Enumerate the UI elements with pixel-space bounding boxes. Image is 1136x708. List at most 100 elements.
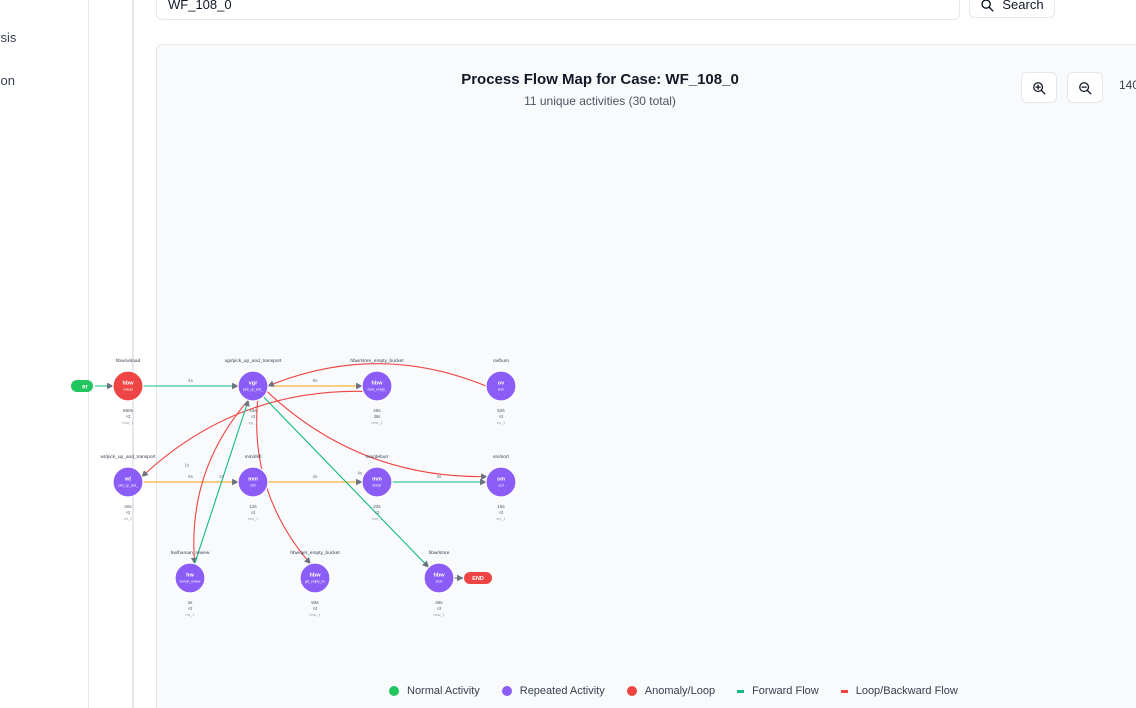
activity-count: ×2: [499, 510, 504, 515]
activity-id: hbw_1: [433, 613, 444, 617]
activity-abbr: hbw: [310, 573, 322, 579]
activity-circle: [112, 370, 144, 402]
search-icon: [981, 0, 994, 12]
edge-vgr_pick-to-sm_sort: [266, 391, 488, 480]
zoom-out-button[interactable]: [1067, 72, 1103, 103]
activity-abbr: hbw: [123, 381, 135, 387]
anomaly-swatch: [626, 686, 637, 696]
activity-circle: [361, 370, 393, 402]
activity-sub: pick_up_and_: [243, 388, 263, 392]
activity-id: hbw_1: [122, 421, 133, 425]
activity-circle: [174, 562, 206, 594]
end-node[interactable]: END: [464, 572, 492, 584]
zoom-in-button[interactable]: [1021, 72, 1057, 103]
loop-flow-swatch: [840, 689, 848, 693]
process-flow-diagram[interactable]: 4s9s4s5s4s3s1s2s3s erENDhbw/unloadhbwunl…: [71, 313, 633, 617]
activity-duration: 52s: [497, 408, 505, 413]
edge-hw_review-to-vgr_pick: [194, 399, 250, 564]
activity-duration: 23s: [373, 504, 381, 509]
activity-circle: [485, 466, 517, 498]
edge-label: 4s: [313, 474, 319, 479]
activity-abbr: sm: [497, 477, 505, 483]
activity-id: wt_1: [124, 517, 132, 521]
activity-duration: 48s: [435, 600, 443, 605]
activity-label: hbw/store_empty_bucket: [350, 358, 404, 364]
activity-label: hw/human_review: [171, 550, 210, 556]
activity-circle: [299, 562, 331, 594]
activity-abbr: hbw: [434, 573, 446, 579]
activity-count: ×2: [437, 606, 442, 611]
activity-node-hbw_store_empty[interactable]: hbw/store_empty_buckethbwstore_empty_46s…: [350, 358, 404, 425]
activity-sub: store: [435, 580, 442, 584]
activity-node-vgr_pick[interactable]: vgr/pick_up_and_transportvgrpick_up_and_…: [225, 358, 282, 425]
activity-label: hbw/unload: [116, 358, 141, 364]
activity-node-wt_pick[interactable]: wt/pick_up_and_transportwtpick_up_and_40…: [101, 454, 157, 521]
edge-ov_burn-to-vgr_pick: [267, 363, 487, 387]
edge-label: 9s: [313, 378, 319, 383]
legend-label: Forward Flow: [752, 685, 819, 697]
start-node[interactable]: er: [71, 380, 93, 392]
activity-id: hbw_1: [371, 421, 382, 425]
activity-circle: [237, 370, 269, 402]
activity-sub: get_empty_bu: [305, 580, 325, 584]
legend-label: Normal Activity: [407, 685, 480, 697]
activity-count: ×2: [251, 414, 256, 419]
legend-item-repeated: Repeated Activity: [501, 685, 605, 697]
edge-label: 5s: [188, 474, 194, 479]
activity-sub: human_review: [180, 580, 201, 584]
sidebar-item-comparison[interactable]: son: [0, 73, 15, 88]
edge-hbw_store_empty-to-wt_pick: [141, 390, 364, 478]
activity-sub: pick_up_and_: [118, 484, 138, 488]
activity-sub: sort: [498, 484, 503, 488]
activity-abbr: mm: [248, 477, 258, 483]
start-label: er: [82, 385, 88, 391]
activity-label: hbw/store: [429, 550, 450, 556]
activity-label: mm/drill: [245, 454, 262, 460]
legend: Normal Activity Repeated Activity Anomal…: [389, 685, 980, 697]
activity-abbr: ov: [498, 381, 505, 387]
case-search-input[interactable]: [156, 0, 960, 20]
activity-id: hw_1: [185, 613, 194, 617]
activity-id: mm_1: [372, 517, 383, 521]
edge-label: 2s: [219, 474, 225, 479]
activity-abbr: hw: [186, 573, 194, 579]
edge-label: 1s: [185, 463, 191, 468]
activity-count: ×2: [313, 606, 318, 611]
edge-label: 4s: [357, 471, 363, 476]
legend-label: Loop/Backward Flow: [855, 685, 958, 697]
activity-duration: 93s: [311, 600, 319, 605]
activity-abbr: hbw: [372, 381, 384, 387]
activity-count: ×3: [126, 414, 131, 419]
activity-abbr: mm: [372, 477, 382, 483]
activity-node-hbw_get_empty[interactable]: hbw/get_empty_buckethbwget_empty_bu93s×2…: [290, 550, 340, 617]
activity-count: ×2: [126, 510, 131, 515]
activity-id: sm_1: [496, 517, 505, 521]
content-gutter: [89, 0, 135, 708]
activity-id: mm_1: [248, 517, 259, 521]
activity-duration: 4s: [188, 600, 194, 605]
activity-sub: burn: [498, 388, 505, 392]
activity-duration: 40s: [124, 504, 132, 509]
activity-abbr: wt: [124, 477, 131, 483]
activity-count: ×2: [375, 510, 380, 515]
forward-flow-swatch: [737, 689, 745, 693]
zoom-out-icon: [1079, 81, 1092, 94]
sidebar-item-analysis[interactable]: ysis: [0, 30, 17, 45]
activity-label: sm/sort: [493, 454, 509, 460]
activity-duration: 860s: [123, 408, 134, 413]
process-flow-panel: Process Flow Map for Case: WF_108_0 11 u…: [71, 44, 1136, 708]
activity-duration: 44s: [249, 408, 257, 413]
activity-duration: 15s: [497, 504, 505, 509]
activity-circle: [112, 466, 144, 498]
activity-count: ×2: [251, 510, 256, 515]
search-button[interactable]: Search: [969, 0, 1055, 18]
activity-label: ov/burn: [493, 358, 509, 364]
zoom-level: 140: [1119, 78, 1136, 92]
